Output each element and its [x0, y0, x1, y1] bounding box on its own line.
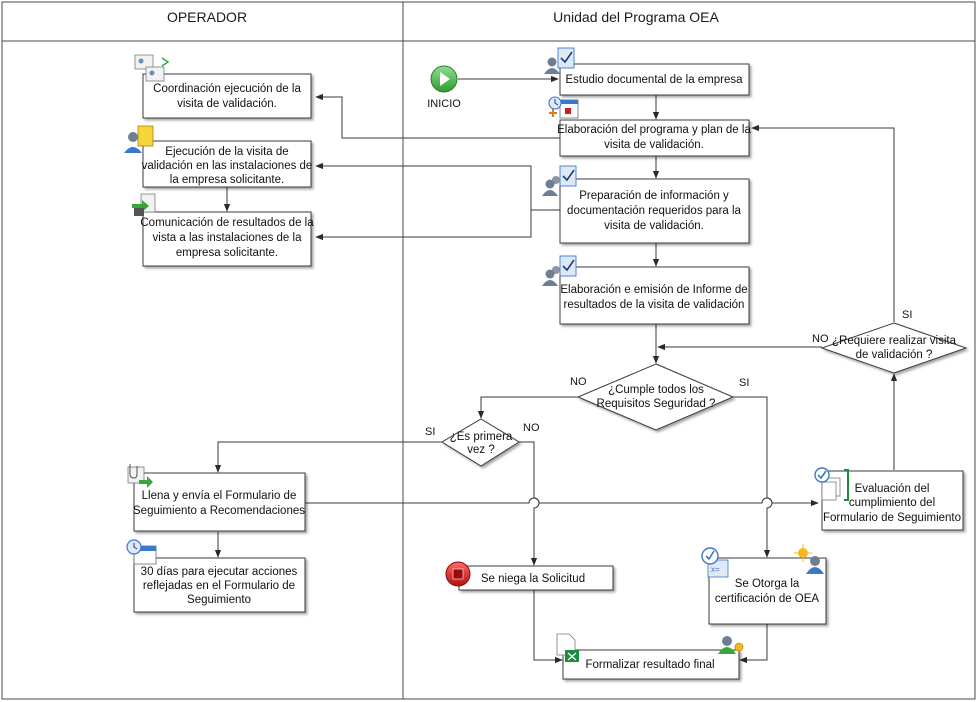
node-llena-line-2: Seguimiento a Recomendaciones: [133, 505, 305, 517]
node-treinta: 30 días para ejecutar acciones reflejada…: [133, 557, 306, 613]
node-comunicacion-line-1: Comunicación de resultados de la: [140, 217, 314, 229]
node-coordinacion-line-1: Coordinación ejecución de la: [153, 83, 301, 95]
lane-title-operator: OPERADOR: [167, 9, 247, 25]
node-elaboracion-programa-line-1: Elaboración del programa y plan de la: [557, 124, 751, 136]
decision-requiere: ¿Requiere realizar visita de validación …: [820, 322, 968, 374]
edge-niega-formalizar: [533, 590, 563, 664]
certificate-icon: x=: [701, 547, 729, 578]
attachment-icon: [127, 464, 153, 488]
node-llena-line-1: Llena y envía el Formulario de: [142, 490, 297, 502]
node-ejecucion: Ejecución de la visita de validación en …: [142, 140, 313, 188]
start-node: INICIO: [427, 65, 461, 110]
decision-requiere-line-2: de validación ?: [856, 349, 933, 361]
edge-elaboracion-coordinacion: [315, 93, 560, 139]
decision-cumple: ¿Cumple todos los Requisitos Seguridad ?: [576, 363, 735, 431]
node-preparacion: Preparación de información y documentaci…: [559, 178, 750, 244]
decision-primera-line-1: ¿Es primera: [450, 431, 513, 443]
node-informe-line-1: Elaboración e emisión de Informe de: [560, 284, 747, 296]
node-treinta-line-2: reflejadas en el Formulario de: [143, 580, 295, 592]
node-comunicacion-line-2: vista a las instalaciones de la: [153, 232, 303, 244]
node-formalizar-line-1: Formalizar resultado final: [585, 659, 714, 671]
stop-icon: [445, 561, 471, 587]
label-primera-no: NO: [523, 422, 540, 434]
edge-cumple-si: [732, 396, 773, 558]
node-treinta-line-3: Seguimiento: [187, 594, 251, 606]
edge-preparacion-comunicacion: [315, 210, 532, 241]
node-niega: Se niega la Solicitud: [458, 565, 614, 591]
svg-text:x=: x=: [711, 565, 720, 574]
edge-otorga-formalizar: [739, 624, 768, 664]
node-evaluacion-line-3: Formulario de Seguimiento: [823, 512, 961, 524]
node-elaboracion-programa-line-2: visita de validación.: [604, 139, 704, 151]
check-document-icon: [814, 467, 849, 501]
node-formalizar: Formalizar resultado final: [562, 649, 740, 680]
schedule-icon: [548, 96, 579, 119]
node-niega-line-1: Se niega la Solicitud: [481, 573, 585, 585]
label-cumple-no: NO: [570, 376, 587, 388]
decision-primera: ¿Es primera vez ?: [441, 418, 520, 467]
node-comunicacion: Comunicación de resultados de la vista a…: [140, 211, 314, 267]
user-checklist-icon: [544, 47, 575, 74]
label-requiere-no: NO: [812, 333, 829, 345]
node-ejecucion-line-2: validación en las instalaciones de: [142, 160, 313, 172]
send-document-icon: [132, 193, 156, 216]
node-estudio: Estudio documental de la empresa: [559, 63, 750, 96]
group-checklist-icon: [542, 165, 577, 196]
node-llena: Llena y envía el Formulario de Seguimien…: [133, 472, 306, 532]
node-otorga: Se Otorga la certificación de OEA: [708, 557, 827, 625]
clock-calendar-icon: [126, 539, 157, 565]
decision-cumple-line-2: Requisitos Seguridad ?: [597, 398, 716, 410]
node-preparacion-line-1: Preparación de información y: [579, 190, 729, 202]
label-cumple-si: SI: [739, 377, 749, 389]
decision-primera-line-2: vez ?: [467, 444, 495, 456]
node-evaluacion: Evaluación del cumplimiento del Formular…: [821, 470, 964, 531]
lane-title-unit: Unidad del Programa OEA: [553, 9, 719, 25]
user-star-icon: [794, 544, 824, 574]
edge-preparacion-ejecucion: [315, 162, 560, 211]
label-requiere-si: SI: [902, 309, 912, 321]
decision-cumple-line-1: ¿Cumple todos los: [608, 384, 704, 396]
connectors: [214, 75, 898, 664]
contacts-icon: [134, 54, 170, 82]
edge-primera-si: [214, 441, 442, 473]
node-informe: Elaboración e emisión de Informe de resu…: [559, 266, 750, 325]
label-primera-si: SI: [425, 426, 435, 438]
node-comunicacion-line-3: empresa solicitante.: [176, 247, 278, 259]
edge-llena-evaluacion: [305, 497, 819, 507]
node-elaboracion-programa: Elaboración del programa y plan de la vi…: [557, 119, 751, 157]
node-evaluacion-line-2: cumplimiento del: [849, 497, 935, 509]
node-coordinacion-line-2: visita de validación.: [177, 98, 277, 110]
excel-document-icon: [556, 633, 579, 662]
start-label: INICIO: [427, 98, 461, 110]
play-icon: [440, 72, 450, 86]
edge-cumple-no: [477, 396, 578, 419]
user-approval-icon: [718, 636, 744, 654]
user-document-icon: [124, 125, 154, 153]
node-evaluacion-line-1: Evaluación del: [855, 483, 930, 495]
node-otorga-line-2: certificación de OEA: [715, 593, 820, 605]
node-coordinacion: Coordinación ejecución de la visita de v…: [142, 73, 312, 119]
node-ejecucion-line-3: la empresa solicitante.: [170, 174, 284, 186]
node-ejecucion-line-1: Ejecución de la visita de: [165, 146, 288, 158]
node-preparacion-line-2: documentación requeridos para la: [567, 205, 741, 217]
decision-requiere-line-1: ¿Requiere realizar visita: [832, 335, 957, 347]
node-otorga-line-1: Se Otorga la: [735, 578, 800, 590]
group-report-icon: [542, 255, 577, 286]
node-preparacion-line-3: visita de validación.: [604, 220, 704, 232]
edge-requiere-si: [751, 124, 895, 322]
node-treinta-line-1: 30 días para ejecutar acciones: [141, 566, 298, 578]
node-estudio-line-1: Estudio documental de la empresa: [565, 74, 743, 86]
node-informe-line-2: resultados de la visita de validación: [564, 299, 745, 311]
